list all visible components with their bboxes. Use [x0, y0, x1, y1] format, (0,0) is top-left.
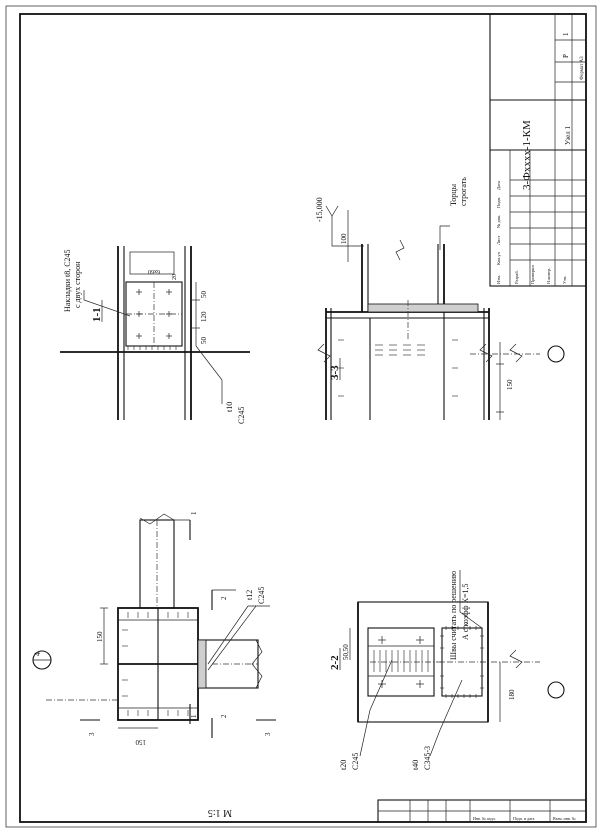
- dim-6x60: 6х60: [148, 268, 160, 274]
- dim-20: 20: [172, 274, 178, 280]
- dim-50-50: 50,50: [342, 644, 350, 660]
- sec-mark-2-top: 2: [220, 596, 228, 600]
- overlay-callout-1: Накладки t8, С245: [63, 249, 72, 312]
- sheet-label: Узел 1: [564, 126, 572, 145]
- tb-row-3: № док.: [496, 215, 501, 228]
- sec-mark-3-right: 3: [264, 732, 272, 736]
- format-label: Формат А3: [580, 56, 585, 80]
- sec-mark-3-left: 3: [88, 732, 96, 736]
- sec-mark-1-top: 1: [190, 511, 198, 515]
- axis-marker-2-2: [547, 681, 565, 699]
- dim-180: 180: [508, 689, 516, 700]
- sec-mark-2-bottom: 2: [220, 714, 228, 718]
- stamp-0: Инв. № подл.: [473, 816, 496, 821]
- tb-role-3: Утв.: [562, 276, 567, 284]
- stamp-2: Взам. инв. №: [553, 816, 576, 821]
- title-block: 3-Фхххх-1-КМ Узел 1 Р 1 Формат А3 Изм. К…: [489, 13, 587, 287]
- section-1-1-view: 1-1 6х60 20: [60, 246, 250, 424]
- plate-t10: t10: [225, 402, 234, 412]
- section-3-3-title: 3-3: [329, 365, 341, 380]
- document-code: 3-Фхххх-1-КМ: [521, 120, 533, 190]
- tb-row-2: Лист: [496, 236, 501, 245]
- plate-c245-b: С245: [257, 587, 266, 604]
- dim-100: 100: [340, 233, 348, 244]
- sheet-number: 1: [562, 32, 570, 36]
- plate-c345: С345-3: [423, 746, 432, 770]
- section-1-1-title: 1-1: [91, 307, 103, 322]
- section-3-3-view: 3-3: [315, 177, 565, 420]
- elevation-mark: -15,000: [315, 197, 324, 222]
- tb-role-0: Разраб.: [514, 270, 519, 284]
- section-2-2-view: 2-2: [329, 570, 565, 770]
- dim-150-v: 150: [96, 631, 104, 642]
- node-view: 4 1 1 2: [32, 511, 276, 746]
- dim-150-h: 150: [135, 738, 146, 746]
- plate-t40: t40: [411, 760, 420, 770]
- ends-note-2: строгать: [459, 177, 468, 206]
- plate-t12: t12: [245, 590, 254, 600]
- dim-120: 120: [200, 311, 208, 322]
- ends-note-1: Торцы: [449, 183, 458, 206]
- weld-note-2: А с коэфф К=1,5: [461, 584, 470, 640]
- node-marker-number: 4: [33, 652, 42, 656]
- stamp-1: Подп. и дата: [513, 816, 535, 821]
- tb-row-4: Подп.: [496, 197, 501, 208]
- dim-50-a: 50: [200, 291, 208, 299]
- tb-role-2: Н.контр.: [546, 268, 551, 284]
- overlay-callout-2: с двух сторон: [73, 261, 82, 308]
- dim-50-b: 50: [200, 337, 208, 345]
- outer-frame: [5, 5, 597, 828]
- weld-note-1: Швы считать по решению: [449, 571, 458, 660]
- sec-mark-1-bottom: 1: [190, 714, 198, 718]
- bottom-stamp: Инв. № подл. Подп. и дата Взам. инв. №: [377, 799, 587, 823]
- tb-row-0: Изм.: [496, 275, 501, 284]
- tb-row-1: Кол.уч: [496, 251, 501, 265]
- stage-value: Р: [562, 54, 570, 58]
- scale-label: М 1:5: [208, 807, 232, 818]
- dim-150-3-3: 150: [506, 379, 514, 390]
- axis-marker-3-3: [547, 345, 565, 363]
- section-2-2-title: 2-2: [329, 655, 341, 670]
- tb-row-5: Дата: [496, 181, 501, 190]
- plate-c245-c: С245: [351, 753, 360, 770]
- tb-role-1: Проверил: [530, 264, 535, 284]
- plate-c245-a: С245: [237, 407, 246, 424]
- plate-t20: t20: [339, 760, 348, 770]
- inner-frame: [19, 13, 587, 823]
